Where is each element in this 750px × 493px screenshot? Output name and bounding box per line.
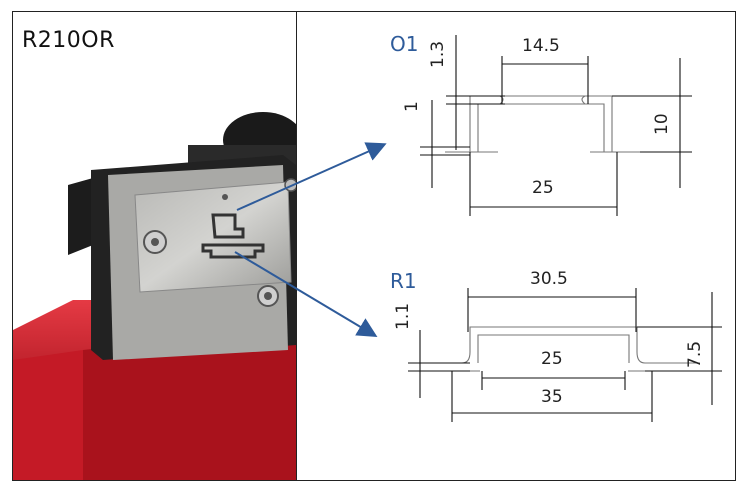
o1-dim-base-width: 25: [532, 178, 554, 198]
o1-dim-top-width: 14.5: [522, 36, 560, 56]
r1-label: R1: [390, 269, 417, 293]
panel-divider: [296, 11, 297, 481]
outer-frame: [12, 11, 736, 481]
o1-dim-top-thickness: 1.3: [428, 41, 448, 68]
model-label: R210OR: [22, 28, 115, 53]
o1-dim-height: 10: [652, 113, 672, 135]
cutout-r1: [201, 243, 265, 259]
steel-plate: [134, 181, 292, 293]
r1-dim-thickness: 1.1: [393, 303, 413, 330]
r1-dim-height: 7.5: [685, 341, 705, 368]
o1-dim-flange-thickness: 1: [402, 101, 422, 112]
o1-label: O1: [390, 32, 418, 56]
cutout-o1: [211, 213, 245, 239]
r1-dim-inner-width: 25: [541, 349, 563, 369]
red-base-leg: [13, 350, 83, 480]
arrow-to-o1: [236, 142, 387, 211]
r1-dim-top-width: 30.5: [530, 269, 568, 289]
r1-dimension-lines: [408, 288, 722, 422]
o1-profile-outline: [445, 95, 640, 153]
arrow-to-r1: [234, 251, 378, 338]
o1-dimension-lines: [420, 35, 692, 216]
r1-dim-outer-width: 35: [541, 387, 563, 407]
